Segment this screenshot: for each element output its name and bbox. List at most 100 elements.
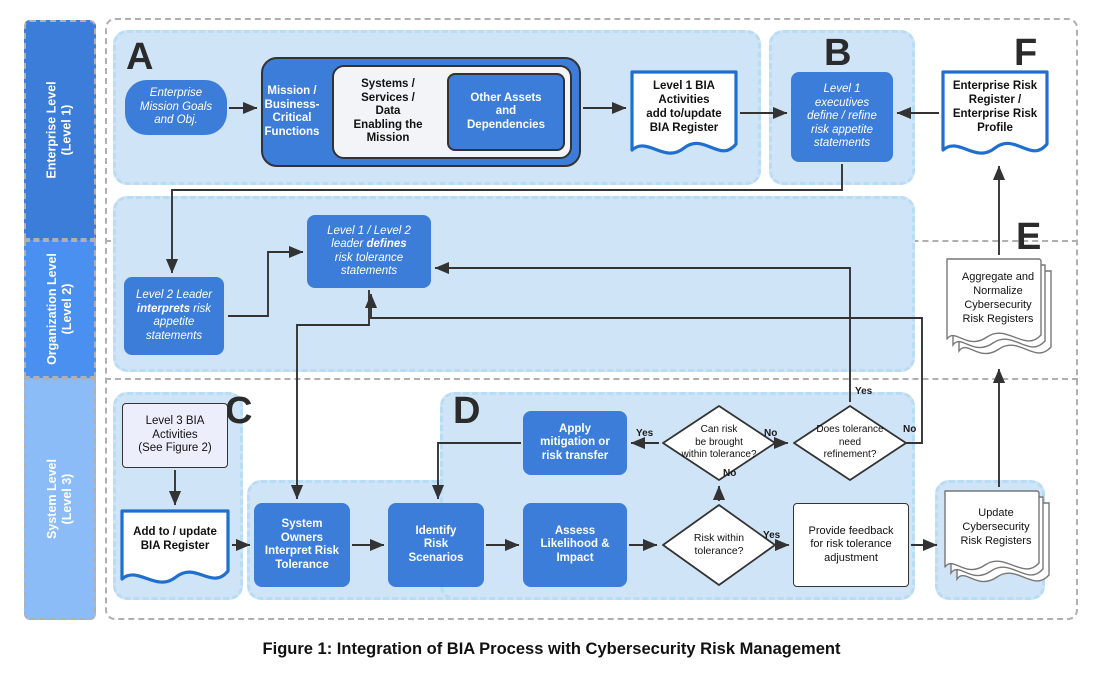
doc-level1-bia-l2: Activities — [658, 94, 710, 106]
node-mission-critical-functions-l4: Functions — [264, 125, 320, 138]
node-l12-defines-l4: statements — [340, 265, 398, 277]
figure-caption: Figure 1: Integration of BIA Process wit… — [262, 640, 841, 658]
level-band-enterprise-line1: Enterprise Level — [45, 81, 60, 179]
doc-aggregate-l4: Risk Registers — [962, 313, 1034, 325]
node-mission-critical-functions[interactable]: Mission / Business- Critical Functions — [263, 57, 321, 167]
doc-shape-icon — [630, 70, 738, 155]
node-l3-bia-l3: (See Figure 2) — [138, 442, 212, 455]
node-systems-services-data-l3: Data — [375, 105, 401, 118]
node-assess-likelihood-impact[interactable]: Assess Likelihood & Impact — [523, 503, 627, 587]
group-organization-level — [113, 196, 915, 372]
edge-label-no-doestolerance: No — [903, 424, 917, 435]
section-letter-e: E — [1016, 216, 1042, 258]
node-level3-bia-activities[interactable]: Level 3 BIA Activities (See Figure 2) — [122, 403, 228, 468]
node-level12-leader-defines[interactable]: Level 1 / Level 2 leader defines risk to… — [307, 215, 431, 288]
node-sys-owners-l2: Owners — [280, 531, 324, 544]
doc-aggregate-l2: Normalize — [973, 285, 1023, 297]
doc-shape-icon — [120, 509, 230, 584]
level-band-organization-line2: (Level 2) — [60, 283, 74, 335]
node-level1-exec-l5: statements — [813, 137, 871, 150]
doc-level1-bia-activities[interactable]: Level 1 BIA Activities add to/update BIA… — [630, 70, 738, 162]
multi-doc-shape-icon — [944, 490, 1050, 583]
node-systems-services-data[interactable]: Systems / Services / Data Enabling the M… — [334, 65, 442, 159]
diamond-shape-icon — [662, 504, 776, 586]
node-system-owners-interpret-risk-tolerance[interactable]: System Owners Interpret Risk Tolerance — [254, 503, 350, 587]
node-other-assets-dependencies[interactable]: Other Assets and Dependencies — [447, 73, 565, 151]
node-other-assets-l2: and — [495, 105, 517, 118]
node-level2-leader-interprets[interactable]: Level 2 Leader interprets risk appetite … — [124, 277, 224, 355]
node-l12-defines-l3: risk tolerance — [334, 251, 404, 264]
doc-level1-bia-l4: BIA Register — [649, 122, 719, 134]
doc-aggregate-l3: Cybersecurity — [964, 299, 1032, 311]
level-band-enterprise-line2: (Level 1) — [60, 104, 75, 156]
doc-enterprise-risk-register[interactable]: Enterprise Risk Register / Enterprise Ri… — [941, 70, 1049, 162]
doc-add-update-bia-register[interactable]: Add to / update BIA Register — [120, 509, 230, 591]
doc-update-cybersecurity-risk-registers[interactable]: Update Cybersecurity Risk Registers — [941, 487, 1053, 593]
node-l12-defines-l2b: defines — [366, 238, 407, 250]
node-level1-exec-l1: Level 1 — [823, 83, 861, 96]
edge-label-no-riskwithin: No — [723, 468, 737, 479]
node-assess-l1: Assess — [554, 524, 596, 537]
node-systems-services-data-l4: Enabling the — [353, 118, 423, 131]
node-l2-leader-l2-rest: risk — [189, 302, 212, 315]
decision-can-risk-be-brought-within-tolerance[interactable]: Can risk be brought within tolerance? — [661, 404, 777, 482]
node-l2-leader-l3: appetite — [153, 316, 195, 328]
decision-does-tolerance-need-refinement[interactable]: Does tolerance need refinement? — [792, 404, 908, 482]
node-l3-bia-l2: Activities — [152, 428, 198, 441]
node-identify-risk-l2: Risk — [423, 538, 449, 551]
doc-add-update-l2: BIA Register — [140, 540, 210, 552]
node-systems-services-data-l5: Mission — [366, 132, 410, 145]
node-identify-risk-scenarios[interactable]: Identify Risk Scenarios — [388, 503, 484, 587]
node-level1-executives[interactable]: Level 1 executives define / refine risk … — [791, 72, 893, 162]
section-letter-b: B — [824, 32, 852, 74]
edge-label-yes-riskwithin: Yes — [763, 530, 781, 541]
node-other-assets-l3: Dependencies — [467, 118, 545, 131]
doc-level1-bia-l3: add to/update — [646, 108, 722, 120]
node-apply-mitigation-risk-transfer[interactable]: Apply mitigation or risk transfer — [523, 411, 627, 475]
doc-ent-risk-l1: Enterprise Risk — [952, 80, 1038, 92]
multi-doc-shape-icon — [946, 258, 1052, 355]
node-identify-risk-l3: Scenarios — [408, 551, 464, 564]
doc-aggregate-normalize-registers[interactable]: Aggregate and Normalize Cybersecurity Ri… — [943, 255, 1055, 365]
node-l2-leader-l1: Level 2 Leader — [135, 289, 213, 301]
node-enterprise-mission-goals[interactable]: Enterprise Mission Goals and Obj. — [125, 80, 227, 135]
decision-can-risk-l2: be brought — [695, 436, 743, 448]
node-provide-feedback-risk-tolerance[interactable]: Provide feedback for risk tolerance adju… — [793, 503, 909, 587]
node-mission-critical-functions-l3: Critical — [272, 112, 312, 124]
doc-update-registers-l2: Cybersecurity — [962, 521, 1030, 533]
doc-ent-risk-l2: Register / — [968, 94, 1022, 106]
doc-level1-bia-l1: Level 1 BIA — [652, 80, 715, 92]
doc-update-registers-l1: Update — [978, 507, 1014, 519]
section-letter-a: A — [126, 36, 154, 78]
decision-risk-within-l1: Risk within — [693, 532, 745, 544]
level-band-enterprise: Enterprise Level (Level 1) — [24, 20, 96, 240]
node-l3-bia-l1: Level 3 BIA — [145, 415, 205, 428]
level-band-organization-line1: Organization Level — [45, 253, 59, 365]
node-enterprise-mission-goals-l3: and Obj. — [154, 114, 198, 127]
node-sys-owners-l3: Interpret Risk — [264, 545, 340, 557]
section-letter-d: D — [453, 390, 481, 432]
row-separator-2 — [105, 378, 1078, 380]
node-systems-services-data-l2: Services / — [361, 91, 415, 104]
node-apply-mitigation-l3: risk transfer — [541, 449, 609, 462]
node-apply-mitigation-l2: mitigation or — [540, 436, 610, 449]
node-mission-critical-functions-l2: Business- — [264, 98, 320, 111]
node-enterprise-mission-goals-l2: Mission Goals — [139, 100, 213, 113]
decision-risk-within-tolerance[interactable]: Risk within tolerance? — [661, 503, 777, 587]
node-l2-leader-l2-bold: interprets — [136, 302, 190, 315]
node-apply-mitigation-l1: Apply — [559, 422, 591, 435]
doc-ent-risk-l4: Profile — [977, 122, 1013, 134]
edge-label-yes-doestolerance: Yes — [855, 386, 873, 397]
level-band-system-line1: System Level — [45, 459, 60, 539]
decision-can-risk-l1: Can risk — [700, 424, 738, 436]
decision-does-tolerance-l3: refinement? — [823, 449, 877, 461]
node-mission-critical-functions-l1: Mission / — [267, 85, 317, 97]
level-band-organization: Organization Level (Level 2) — [24, 240, 96, 378]
node-other-assets-l1: Other Assets — [470, 91, 542, 104]
doc-update-registers-l3: Risk Registers — [960, 535, 1032, 547]
level-band-system-line2: (Level 3) — [60, 473, 75, 525]
level-band-system: System Level (Level 3) — [24, 378, 96, 620]
doc-add-update-l1: Add to / update — [133, 526, 217, 538]
node-assess-l3: Impact — [556, 551, 594, 564]
decision-risk-within-l2: tolerance? — [694, 545, 744, 557]
